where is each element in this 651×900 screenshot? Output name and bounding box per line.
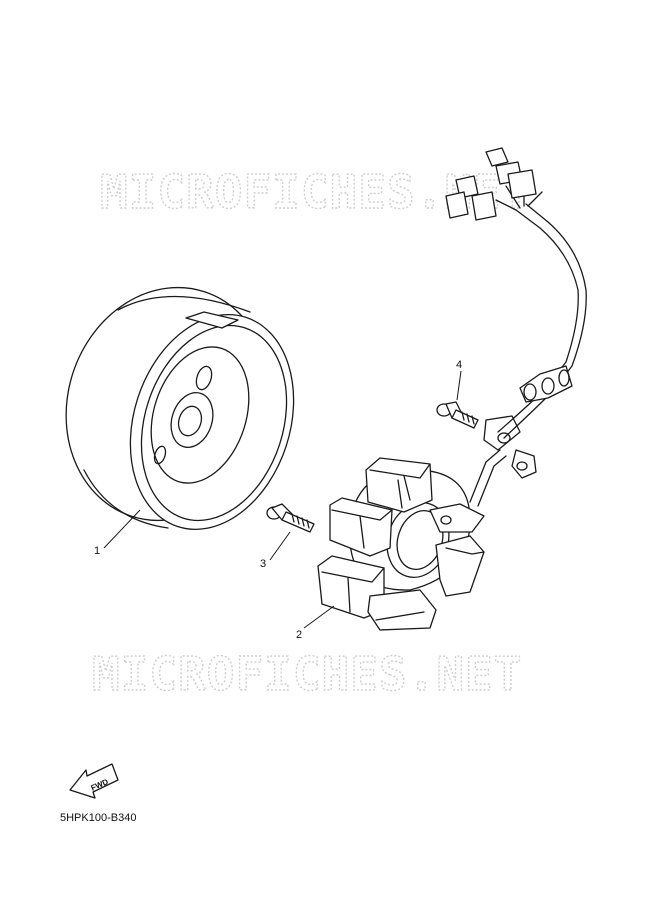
connector-plugs [445, 147, 537, 221]
watermark-bottom: MICROFICHES.NET [92, 647, 522, 701]
diagram-code: 5HPK100-B340 [60, 812, 136, 824]
clamp-bracket [469, 415, 537, 507]
callout-2: 2 [296, 605, 335, 641]
wire-harness [495, 179, 587, 439]
stator-part[interactable] [317, 457, 485, 631]
callout-1: 1 [94, 509, 141, 557]
callout-4: 4 [456, 359, 462, 401]
screw-part-3[interactable] [266, 503, 315, 533]
rotor-part[interactable] [36, 261, 320, 551]
callout-label-1: 1 [94, 545, 100, 557]
callout-label-3: 3 [260, 558, 266, 570]
callout-3: 3 [260, 531, 291, 570]
screw-part-4[interactable] [436, 401, 479, 429]
callout-label-4: 4 [456, 359, 462, 371]
callout-label-2: 2 [296, 629, 302, 641]
fwd-arrow-icon: FWD [69, 763, 119, 799]
